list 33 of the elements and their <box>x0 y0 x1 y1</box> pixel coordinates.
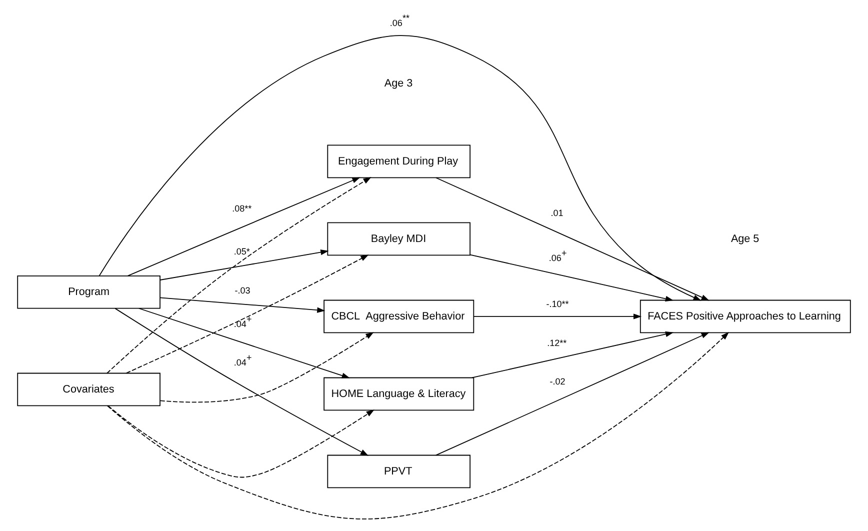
label: Age 5 <box>730 232 760 245</box>
node-box: Bayley MDI <box>327 222 470 256</box>
arrow <box>114 308 369 456</box>
edge-label: .08** <box>232 203 252 214</box>
arrow <box>160 332 374 403</box>
arrow <box>106 177 372 374</box>
arrow <box>127 177 360 276</box>
edge-label: .12** <box>547 338 567 348</box>
arrow <box>472 331 674 378</box>
node-box: PPVT <box>327 454 470 488</box>
edge-label: -.03 <box>234 285 250 296</box>
arrow <box>98 35 702 301</box>
arrow <box>160 297 326 313</box>
arrow <box>138 308 350 378</box>
edge-label: -.02 <box>550 376 566 387</box>
node-box: FACES Positive Approaches to Learning <box>640 300 851 334</box>
arrow <box>473 314 642 320</box>
arrow <box>436 177 710 301</box>
arrow <box>126 254 369 374</box>
arrow <box>436 332 710 456</box>
edge-label: -.10** <box>546 299 569 309</box>
edge-label: .01 <box>550 208 564 218</box>
edge-label: .05* <box>234 246 250 257</box>
node-box: Engagement During Play <box>327 144 470 178</box>
arrow <box>106 332 730 520</box>
node-box: CBCL Aggressive Behavior <box>324 300 474 334</box>
node-box: Program <box>17 275 160 309</box>
arrow <box>470 254 674 302</box>
node-box: HOME Language & Literacy <box>324 377 474 411</box>
node-box: Covariates <box>17 372 160 406</box>
label: Age 3 <box>384 78 413 90</box>
arrow <box>160 249 329 280</box>
arrow <box>108 405 374 478</box>
